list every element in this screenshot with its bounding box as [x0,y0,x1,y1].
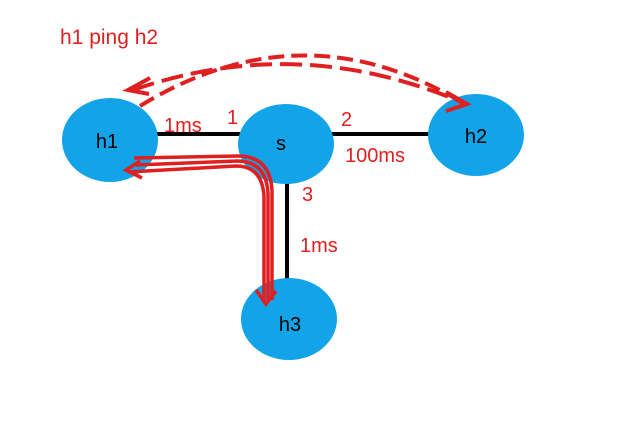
port-1-label: 1 [227,107,238,129]
node-h1-label: h1 [96,131,118,153]
node-h1: h1 [62,98,158,182]
node-h3: h3 [241,278,337,360]
port-2-label: 2 [341,109,352,131]
ping-arrowhead-h2 [445,90,472,113]
node-h2: h2 [428,94,524,176]
path-arrowhead-h3 [254,288,278,307]
path-arrowhead-h1 [122,159,143,180]
node-s-label: s [276,133,286,155]
link-h1-s-delay: 1ms [164,115,202,137]
diagram-title: h1 ping h2 [60,26,158,49]
link-s-h2-delay: 100ms [345,145,405,167]
node-h2-label: h2 [465,126,487,148]
path-arrow-h1-h3 [127,154,274,302]
node-h3-label: h3 [279,314,301,336]
ping-dashed-arrow [132,53,467,108]
port-3-label: 3 [302,184,313,206]
link-s-h3-delay: 1ms [300,235,338,257]
ping-arrowhead-h1 [122,76,151,96]
